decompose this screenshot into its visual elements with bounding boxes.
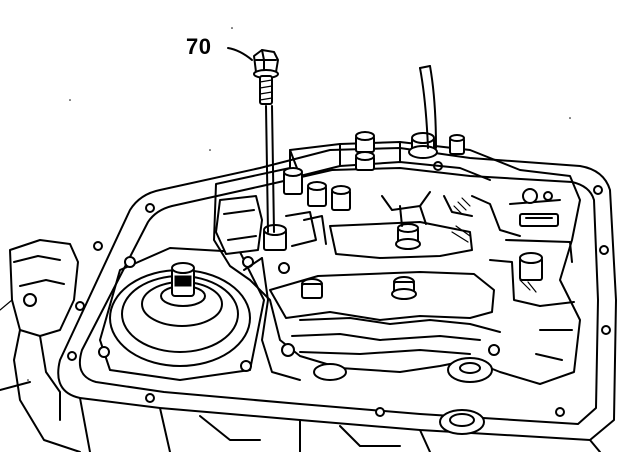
- print-specks: [27, 27, 571, 381]
- case-lower: [79, 397, 601, 452]
- bolt-icon: [253, 49, 279, 105]
- case-left-side: [0, 239, 81, 452]
- valve-body-assembly: [213, 131, 581, 385]
- pan-gasket-flange: [57, 147, 617, 441]
- leader-line: [227, 47, 275, 233]
- callout-number: 70: [186, 34, 212, 59]
- accumulator-piston: [98, 247, 265, 381]
- dipstick-tube: [419, 65, 437, 149]
